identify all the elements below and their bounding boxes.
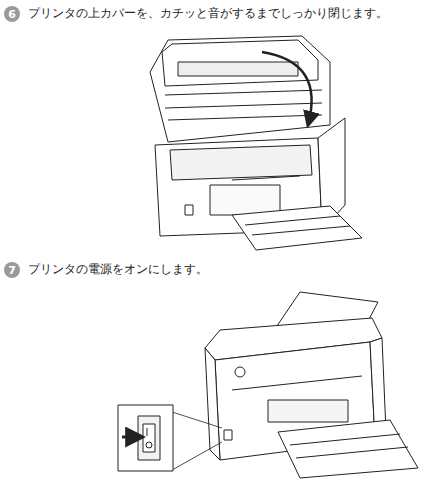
instruction-text: プリンタの上カバーを、カチッと音がするまでしっかり閉じます。 bbox=[28, 6, 388, 20]
step-number-text: 6 bbox=[8, 9, 16, 20]
step-number: 7 bbox=[4, 262, 20, 278]
step-number-text: 7 bbox=[8, 265, 16, 276]
instruction-text: プリンタの電源をオンにします。 bbox=[28, 262, 208, 276]
step-number: 6 bbox=[4, 6, 20, 22]
